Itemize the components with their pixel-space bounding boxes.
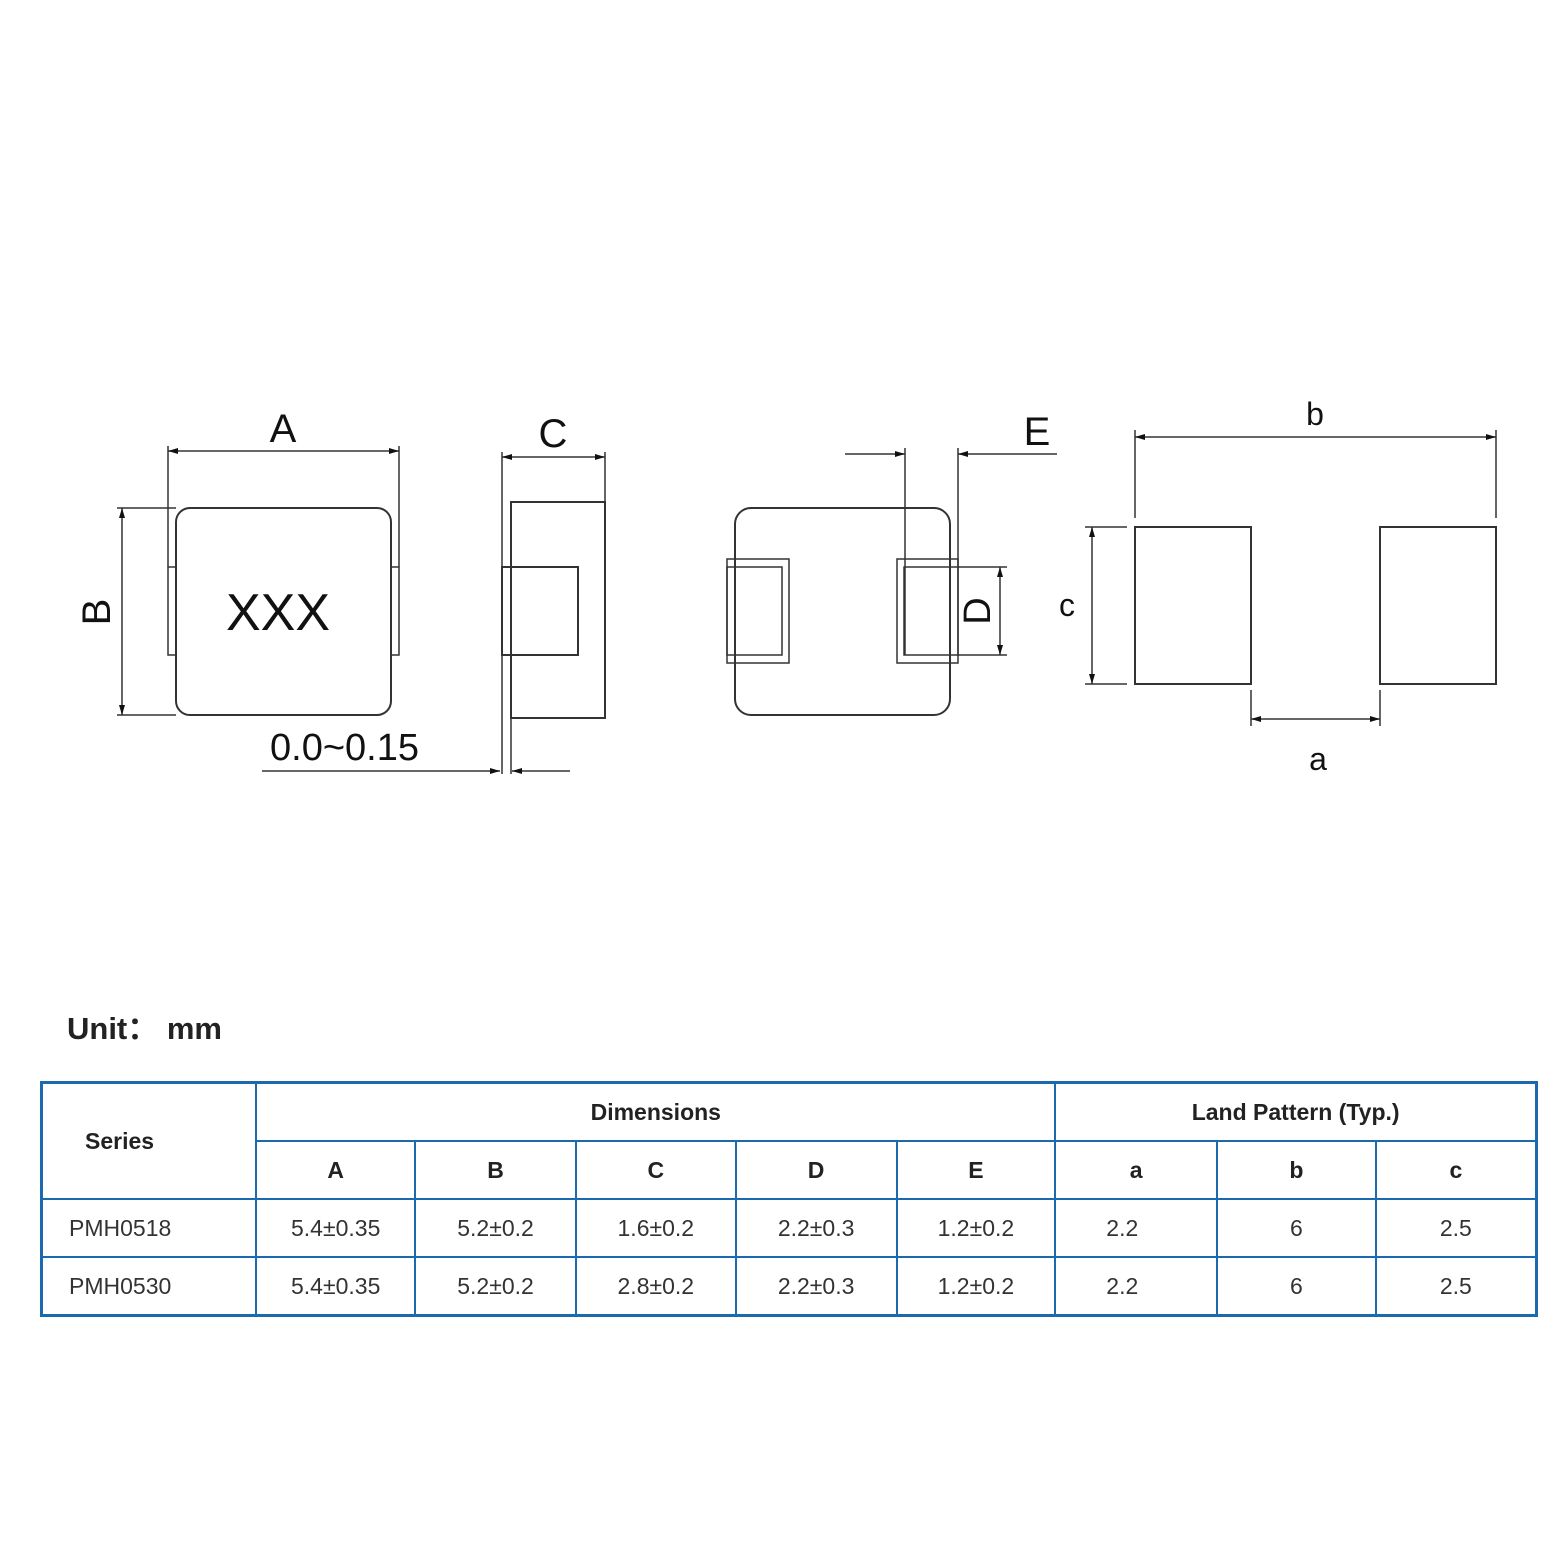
- dimensions-header: Dimensions: [255, 1081, 1057, 1142]
- dim-label-B: B: [75, 599, 119, 626]
- value-cell: 2.8±0.2: [574, 1256, 737, 1317]
- col-header: B: [414, 1140, 577, 1200]
- col-header: b: [1216, 1140, 1377, 1200]
- series-header: Series: [40, 1081, 258, 1200]
- value-cell: 5.2±0.2: [414, 1256, 577, 1317]
- value-cell: 1.6±0.2: [574, 1198, 737, 1258]
- top-view: XXX A B 0.0~0.15: [75, 407, 570, 774]
- col-header: C: [574, 1140, 737, 1200]
- land-pattern: b c a: [1059, 396, 1497, 777]
- table-row: PMH0530 5.4±0.35 5.2±0.2 2.8±0.2 2.2±0.3…: [40, 1256, 1538, 1317]
- value-cell: 2.5: [1374, 1198, 1538, 1258]
- table-row: PMH0518 5.4±0.35 5.2±0.2 1.6±0.2 2.2±0.3…: [40, 1198, 1538, 1258]
- dim-label-b: b: [1306, 396, 1324, 432]
- value-cell: 2.2: [1054, 1256, 1219, 1317]
- series-cell: PMH0530: [40, 1256, 258, 1317]
- col-header: a: [1054, 1140, 1219, 1200]
- dimension-drawing: XXX A B 0.0~0.15 C D E: [75, 396, 1497, 777]
- land-pattern-header: Land Pattern (Typ.): [1054, 1081, 1538, 1142]
- value-cell: 2.2±0.3: [734, 1198, 898, 1258]
- value-cell: 2.2±0.3: [734, 1256, 898, 1317]
- value-cell: 6: [1216, 1256, 1377, 1317]
- col-header: A: [255, 1140, 417, 1200]
- col-header: D: [734, 1140, 898, 1200]
- land-pad-right: [1379, 526, 1497, 685]
- value-cell: 5.4±0.35: [255, 1198, 417, 1258]
- dim-label-c: c: [1059, 587, 1075, 623]
- value-cell: 2.5: [1374, 1256, 1538, 1317]
- dim-label-E: E: [1024, 410, 1051, 454]
- value-cell: 6: [1216, 1198, 1377, 1258]
- value-cell: 2.2: [1054, 1198, 1219, 1258]
- header-row-1: Series Dimensions Land Pattern (Typ.): [40, 1081, 1538, 1200]
- dim-label-A: A: [270, 407, 297, 451]
- dim-label-C: C: [539, 412, 568, 456]
- header-row-2: A B C D E a b c: [42, 1140, 1538, 1200]
- value-cell: 1.2±0.2: [895, 1256, 1057, 1317]
- offset-note: 0.0~0.15: [270, 727, 419, 769]
- value-cell: 5.2±0.2: [414, 1198, 577, 1258]
- side-view: C: [501, 412, 606, 774]
- dim-label-D: D: [957, 597, 999, 624]
- value-cell: 1.2±0.2: [895, 1198, 1057, 1258]
- land-pad-left: [1134, 526, 1252, 685]
- dim-label-a: a: [1309, 741, 1327, 777]
- bottom-view: D E: [726, 410, 1057, 716]
- dimensions-table: Series Dimensions Land Pattern (Typ.) A …: [40, 1081, 1538, 1317]
- value-cell: 5.4±0.35: [255, 1256, 417, 1317]
- col-header: E: [895, 1140, 1057, 1200]
- unit-label: Unit： mm: [67, 1011, 222, 1046]
- marking-text: XXX: [226, 584, 330, 642]
- col-header: c: [1374, 1140, 1538, 1200]
- series-cell: PMH0518: [40, 1198, 258, 1258]
